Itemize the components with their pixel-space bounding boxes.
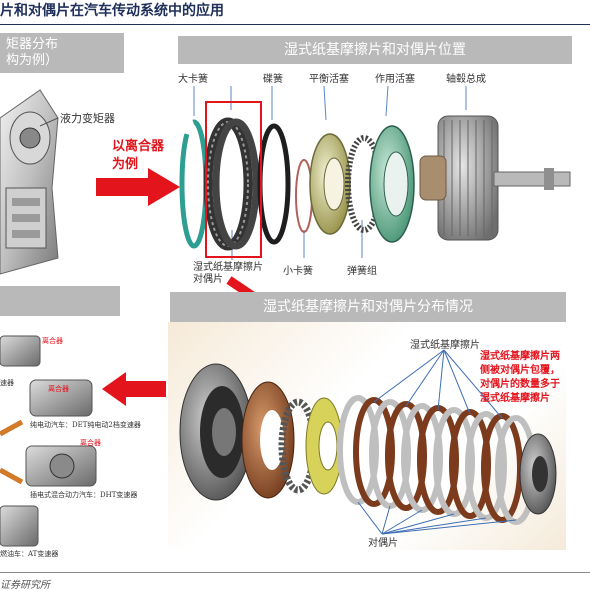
- clutch-example-label: 以离合器 为例: [112, 138, 164, 174]
- clutch-example-line2: 为例: [112, 157, 139, 172]
- caption-clutch-3: 离合器: [80, 439, 101, 447]
- left-bottom-header: [0, 286, 120, 316]
- label-friction-line1: 湿式纸基摩擦片: [193, 262, 263, 273]
- clutch-example-line1: 以离合器: [112, 139, 165, 154]
- caption-ev: 纯电动汽车：DET纯电动2档变速器: [30, 421, 141, 429]
- torque-converter-label: 液力变矩器: [60, 112, 115, 125]
- label-disc-spring: 碟簧: [263, 74, 283, 85]
- label-small-snap-ring: 小卡簧: [283, 266, 313, 277]
- label-friction-plates: 湿式纸基摩擦片: [410, 340, 480, 351]
- title-divider: [0, 24, 590, 25]
- note-line-1: 湿式纸基摩擦片两: [480, 351, 560, 362]
- arrow-right-red-icon: [96, 168, 180, 206]
- note-line-3: 对偶片的数量多于: [480, 379, 560, 390]
- label-hub-assembly: 轴毂总成: [446, 74, 486, 85]
- clutch-pack-drawing: [179, 349, 557, 535]
- caption-ice: 燃油车：AT变速器: [0, 550, 59, 558]
- note-line-4: 湿式纸基摩擦片: [480, 393, 550, 404]
- footer-source: 证券研究所: [0, 580, 50, 591]
- caption-phev: 插电式混合动力汽车：DHT变速器: [30, 491, 138, 499]
- caption-transmission: 速器: [0, 379, 14, 387]
- page-title: 片和对偶片在汽车传动系统中的应用: [0, 3, 224, 19]
- bottom-panel-header: 湿式纸基摩擦片和对偶片分布情况: [170, 292, 566, 322]
- label-apply-piston: 作用活塞: [375, 74, 415, 85]
- left-top-header-line2: 构为例）: [6, 53, 59, 68]
- left-top-header: 矩器分布 构为例）: [0, 33, 124, 73]
- caption-clutch-2: 离合器: [48, 385, 69, 393]
- label-friction-line2: 对偶片: [193, 274, 223, 285]
- friction-highlight-box: [205, 101, 262, 258]
- label-balance-piston: 平衡活塞: [309, 74, 349, 85]
- arrow-left-red-icon: [102, 372, 166, 406]
- transmission-image: [0, 89, 59, 275]
- distribution-note: 湿式纸基摩擦片两 侧被对偶片包覆， 对偶片的数量多于 湿式纸基摩擦片: [480, 350, 560, 406]
- label-spring-pack: 弹簧组: [347, 266, 377, 277]
- label-big-snap-ring: 大卡簧: [178, 74, 208, 85]
- label-steel-plates: 对偶片: [368, 538, 398, 549]
- left-top-header-line1: 矩器分布: [6, 37, 59, 52]
- transmission-types-image: [0, 335, 97, 547]
- caption-clutch-1: 离合器: [42, 337, 63, 345]
- label-friction-and-steel: 湿式纸基摩擦片 对偶片: [193, 262, 263, 286]
- footer-divider: [0, 572, 590, 573]
- note-line-2: 侧被对偶片包覆，: [480, 365, 560, 376]
- top-panel-header: 湿式纸基摩擦片和对偶片位置: [178, 36, 572, 64]
